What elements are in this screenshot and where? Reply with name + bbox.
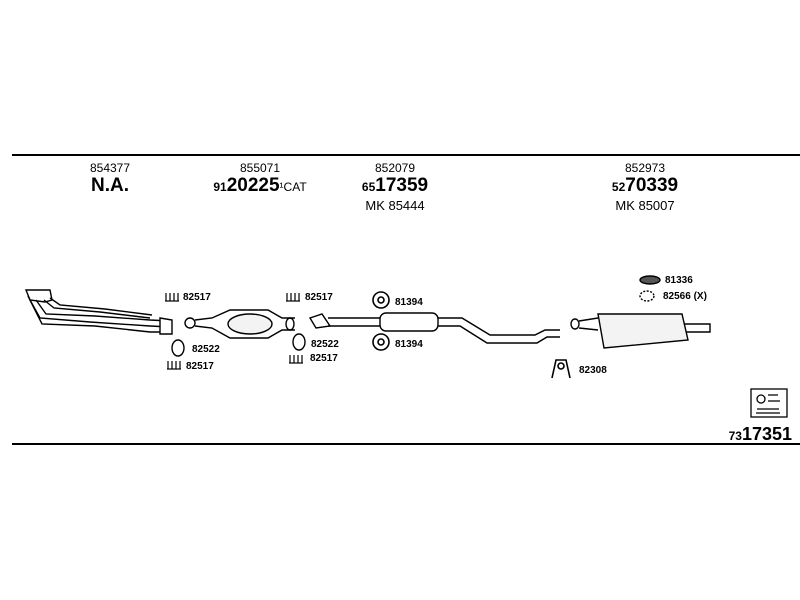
- front-pipe-drawing: [24, 289, 173, 335]
- main-number: 9120225¹CAT: [195, 175, 325, 198]
- top-divider: [12, 154, 800, 156]
- clamp-icon: [167, 361, 181, 370]
- part-number: 852973: [624, 161, 666, 175]
- clamp-icons: [165, 293, 303, 370]
- clamp-icon: [165, 293, 179, 302]
- code-main: 17351: [741, 424, 792, 444]
- clamp-icon: [286, 293, 300, 302]
- bracket-label: 82308: [579, 365, 607, 376]
- rubber-mount-icon: [639, 275, 661, 285]
- diagram-code: 7317351: [729, 424, 792, 445]
- hanger-label: 81394: [395, 297, 423, 308]
- section-rear-silencer: 852973 5270339 MK 85007: [595, 161, 695, 214]
- section-catalyst: 855071 9120225¹CAT: [195, 161, 325, 198]
- bottom-divider: [12, 443, 800, 445]
- clamp-label: 82517: [183, 292, 211, 303]
- catalyst-drawing: [184, 309, 295, 339]
- symbol-box-icon: [750, 388, 788, 418]
- main-number: 5270339: [595, 175, 695, 198]
- part-number: 855071: [239, 161, 281, 175]
- main-digits: 20225: [226, 175, 280, 196]
- mk-number: MK 85007: [615, 198, 675, 213]
- main-suffix: ¹CAT: [279, 180, 307, 194]
- main-digits: 17359: [375, 175, 429, 196]
- clamp-icon: [289, 355, 303, 364]
- part-number: 854377: [89, 161, 131, 175]
- mount-icons: [639, 275, 661, 302]
- gasket-label: 82522: [192, 344, 220, 355]
- mk-number: MK 85444: [365, 198, 425, 213]
- rubber-ring-icon: [639, 290, 655, 302]
- main-digits: 70339: [625, 175, 679, 196]
- gasket-icon: [292, 333, 306, 351]
- bracket-icon: [551, 359, 571, 379]
- clamp-label: 82517: [310, 353, 338, 364]
- main-number: N.A.: [91, 175, 129, 196]
- hanger-icon: [372, 291, 390, 309]
- main-prefix: 65: [361, 180, 376, 194]
- section-middle-silencer: 852079 6517359 MK 85444: [345, 161, 445, 214]
- rubber-mount-label: 81336: [665, 275, 693, 286]
- code-prefix: 73: [728, 429, 742, 443]
- main-number: 6517359: [345, 175, 445, 198]
- middle-silencer-drawing: [308, 312, 560, 344]
- gasket-icon: [171, 339, 185, 357]
- rubber-ring-label: 82566 (X): [663, 291, 707, 302]
- section-front-pipe: 854377 N.A.: [75, 161, 145, 197]
- rear-silencer-drawing: [570, 313, 711, 349]
- hanger-icons: [372, 291, 390, 351]
- hanger-label: 81394: [395, 339, 423, 350]
- main-prefix: 52: [611, 180, 626, 194]
- gasket-label: 82522: [311, 339, 339, 350]
- hanger-icon: [372, 333, 390, 351]
- main-prefix: 91: [213, 180, 227, 194]
- clamp-label: 82517: [305, 292, 333, 303]
- gasket-icons: [171, 333, 306, 357]
- clamp-label: 82517: [186, 361, 214, 372]
- part-number: 852079: [374, 161, 416, 175]
